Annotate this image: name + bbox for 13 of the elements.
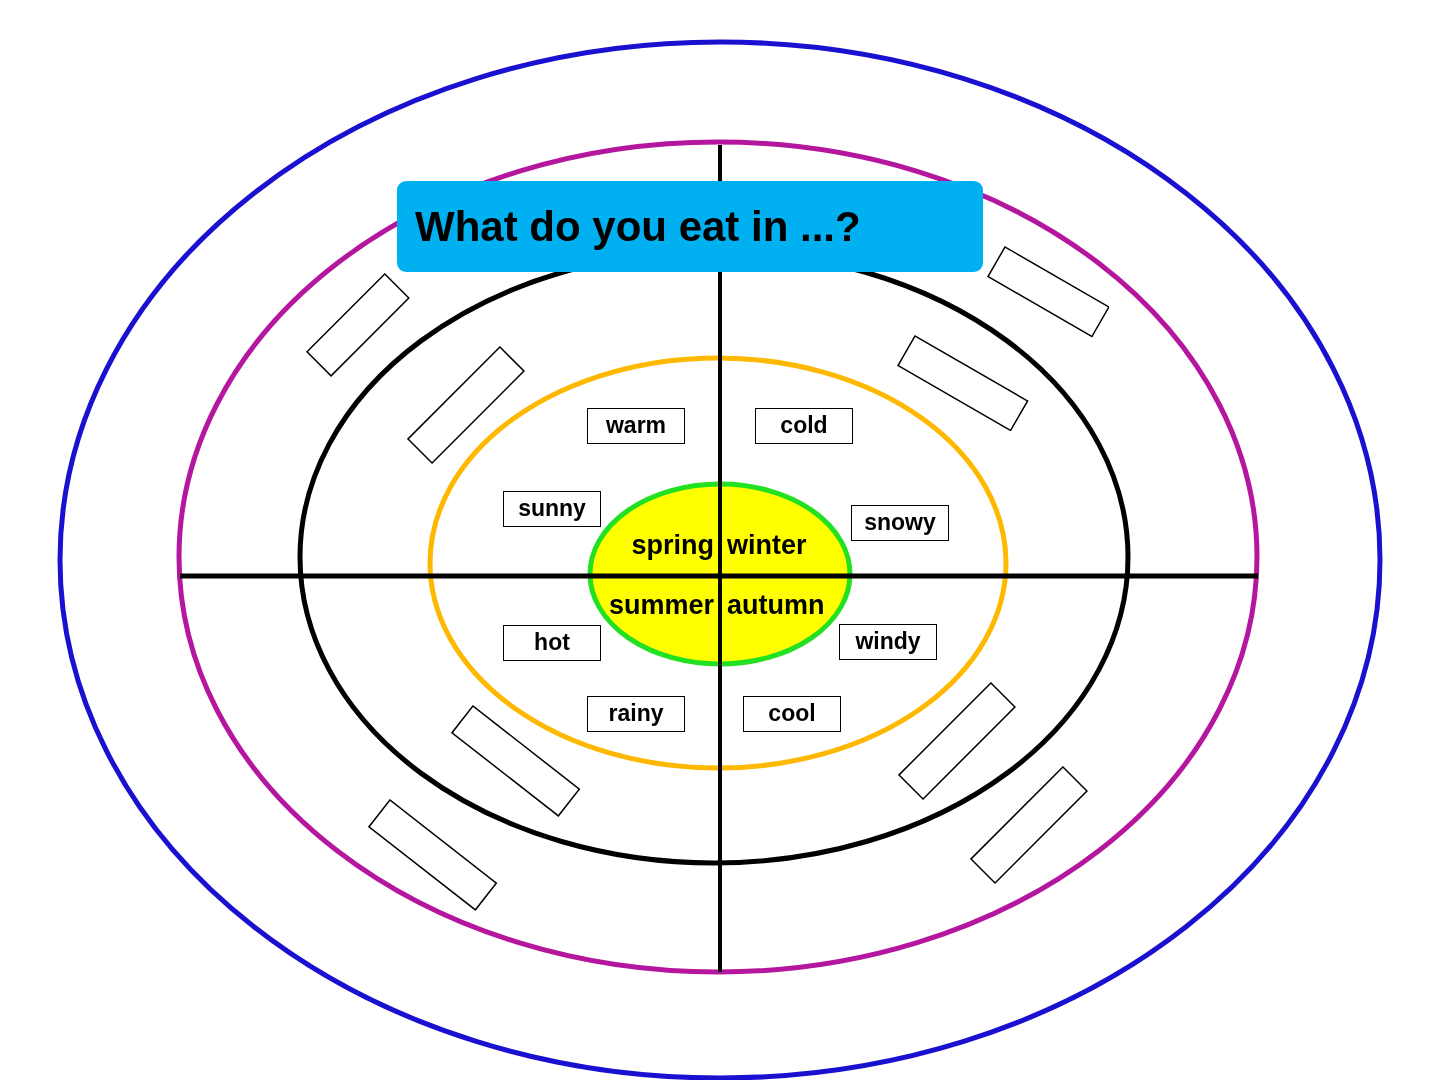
season-label: summer: [608, 589, 714, 621]
season-label: autumn: [727, 589, 825, 621]
season-label: spring: [631, 529, 714, 561]
word-card: sunny: [503, 491, 601, 527]
word-card: hot: [503, 625, 601, 661]
word-card: snowy: [851, 505, 949, 541]
word-card: warm: [587, 408, 685, 444]
title-banner: What do you eat in ...?: [397, 181, 983, 272]
word-card: rainy: [587, 696, 685, 732]
season-label: winter: [727, 529, 807, 561]
word-card: cool: [743, 696, 841, 732]
word-card: windy: [839, 624, 937, 660]
word-card: cold: [755, 408, 853, 444]
